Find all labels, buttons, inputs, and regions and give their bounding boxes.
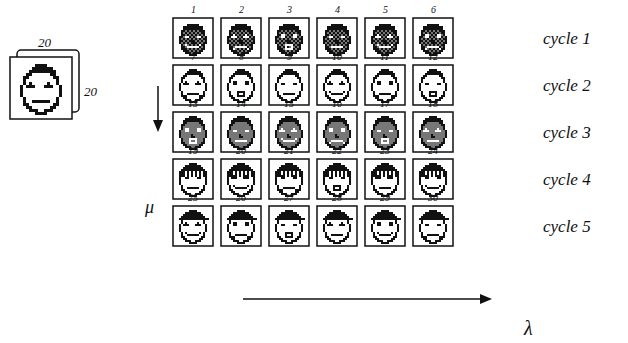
- face-pixels: [275, 210, 305, 244]
- face-pixels: [323, 69, 351, 103]
- face-frame: [365, 206, 405, 246]
- face-pixels: [179, 163, 207, 197]
- face-number: 8: [239, 52, 244, 62]
- cycle-label: cycle 2: [543, 77, 591, 94]
- face-pixels: [419, 69, 447, 103]
- cycle-label: cycle 3: [543, 124, 591, 141]
- face-pixels: [371, 210, 401, 244]
- face-number: 11: [380, 52, 389, 62]
- face-number: 20: [236, 146, 246, 156]
- face-number: 10: [332, 52, 342, 62]
- face-pixels: [20, 64, 62, 115]
- face-pixels: [323, 116, 351, 150]
- face-pixels: [227, 163, 255, 197]
- face-number: 2: [239, 5, 244, 15]
- dimension-label: 20: [84, 85, 97, 98]
- cycle-label: cycle 1: [543, 30, 591, 47]
- face-number: 29: [380, 193, 390, 203]
- face-number: 30: [428, 193, 438, 203]
- face-pixels: [227, 69, 255, 103]
- face-pixels: [179, 116, 207, 150]
- dimension-label: 20: [38, 36, 51, 49]
- face-number: 4: [335, 5, 340, 15]
- face-pixels: [323, 163, 351, 197]
- face-number: 6: [431, 5, 436, 15]
- face-number: 9: [287, 52, 292, 62]
- face-number: 12: [428, 52, 438, 62]
- face-pixels: [179, 210, 209, 244]
- face-pixels: [179, 69, 207, 103]
- face-pixels: [227, 116, 255, 150]
- face-frame: [317, 206, 357, 246]
- face-pixels: [275, 116, 303, 150]
- mu-arrow: [157, 86, 159, 122]
- face-number: 14: [236, 99, 246, 109]
- axis-label: λ: [524, 318, 533, 338]
- face-pixels: [419, 210, 449, 244]
- face-number: 27: [284, 193, 294, 203]
- face-frame: [413, 206, 453, 246]
- face-pixels: [371, 69, 399, 103]
- face-frame: [10, 57, 72, 119]
- mu-arrowhead: [153, 120, 163, 132]
- cycle-label: cycle 4: [543, 171, 591, 188]
- face-number: 3: [287, 5, 292, 15]
- face-number: 19: [188, 146, 198, 156]
- face-number: 24: [428, 146, 438, 156]
- face-frame: [221, 206, 261, 246]
- face-pixels: [275, 69, 303, 103]
- axis-label: μ: [145, 198, 154, 216]
- face-pixels: [371, 163, 399, 197]
- cycle-label: cycle 5: [543, 218, 591, 235]
- face-number: 5: [383, 5, 388, 15]
- face-pixels: [371, 116, 399, 150]
- face-frame: [269, 206, 309, 246]
- face-pixels: [275, 163, 303, 197]
- face-number: 13: [188, 99, 198, 109]
- face-number: 23: [380, 146, 390, 156]
- face-pixels: [323, 210, 353, 244]
- face-number: 25: [188, 193, 198, 203]
- face-number: 28: [332, 193, 342, 203]
- face-number: 7: [191, 52, 196, 62]
- face-number: 26: [236, 193, 246, 203]
- face-number: 16: [332, 99, 342, 109]
- face-number: 21: [284, 146, 294, 156]
- face-pixels: [227, 210, 257, 244]
- face-pixels: [419, 163, 447, 197]
- face-number: 1: [191, 5, 196, 15]
- face-number: 17: [380, 99, 390, 109]
- face-pixels: [419, 116, 447, 150]
- lambda-arrow: [243, 298, 482, 300]
- face-number: 15: [284, 99, 294, 109]
- face-frame: [173, 206, 213, 246]
- lambda-arrowhead: [480, 294, 492, 304]
- face-number: 22: [332, 146, 342, 156]
- face-number: 18: [428, 99, 438, 109]
